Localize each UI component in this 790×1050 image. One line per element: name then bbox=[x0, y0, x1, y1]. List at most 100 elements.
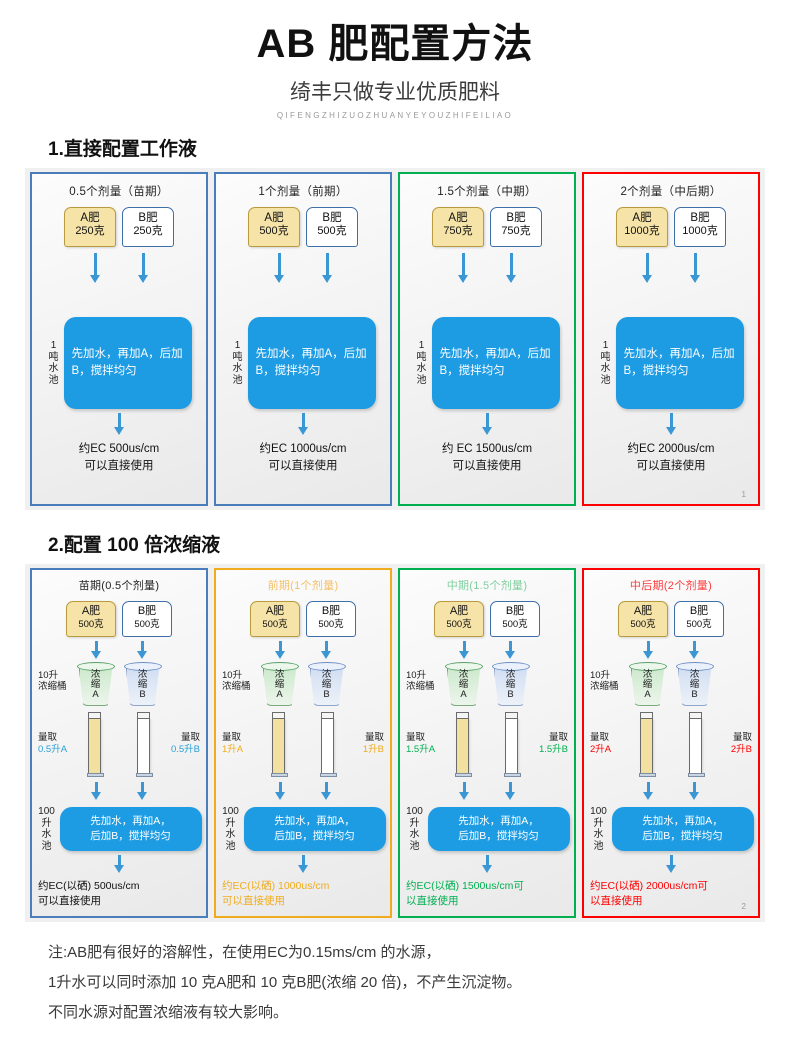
page-header: AB 肥配置方法 绮丰只做专业优质肥料 QIFENGZHIZUOZHUANYEY… bbox=[0, 0, 790, 120]
flow-arrow-icon bbox=[689, 641, 699, 659]
bucket-capacity-label: 10升浓缩桶 bbox=[590, 670, 619, 693]
panel-title: 1个剂量（前期） bbox=[258, 186, 348, 198]
cylinder-row bbox=[32, 712, 206, 777]
flow-arrow-icon bbox=[458, 253, 468, 283]
result-arrow bbox=[216, 413, 390, 435]
flow-arrow-icon bbox=[322, 253, 332, 283]
panel-title: 中后期(2个剂量) bbox=[629, 580, 713, 592]
flow-arrow-icon bbox=[274, 253, 284, 283]
cylinder-row bbox=[584, 712, 758, 777]
result-arrow bbox=[400, 413, 574, 435]
measuring-cylinder-a-icon bbox=[455, 712, 472, 777]
flow-arrow-icon bbox=[666, 413, 676, 435]
result-arrow bbox=[584, 855, 758, 873]
measuring-cylinder-b-icon bbox=[504, 712, 521, 777]
ec-result-text: 约EC(以硒) 2000us/cm可以直接使用 bbox=[590, 880, 708, 908]
mix-instruction-box: 先加水，再加A，后加B，搅拌均匀 bbox=[59, 807, 202, 851]
section2-heading: 2.配置 100 倍浓缩液 bbox=[48, 535, 221, 556]
flow-arrow-icon bbox=[298, 413, 308, 435]
flow-arrow-icon bbox=[506, 253, 516, 283]
panel-title: 中期(1.5个剂量) bbox=[446, 580, 528, 592]
panel-title: 前期(1个剂量) bbox=[267, 580, 339, 592]
page-number: 1 bbox=[741, 490, 746, 499]
flow-arrow-icon bbox=[666, 855, 676, 873]
result-arrow bbox=[32, 413, 206, 435]
flow-arrow-icon bbox=[275, 782, 285, 800]
flow-arrow-icon bbox=[459, 641, 469, 659]
mix-instruction-box: 先加水，再加A，后加B，搅拌均匀 bbox=[247, 317, 376, 409]
flow-arrow-icon bbox=[643, 641, 653, 659]
fertilizer-arrows bbox=[216, 253, 390, 283]
flow-arrow-icon bbox=[505, 782, 515, 800]
section1-heading: 1.直接配置工作液 bbox=[48, 139, 197, 160]
cylinder-arrows bbox=[216, 782, 390, 800]
flow-arrow-icon bbox=[689, 782, 699, 800]
cylinder-arrows bbox=[32, 782, 206, 800]
flow-arrow-icon bbox=[91, 641, 101, 659]
footer-line-3: 不同水源对配置浓缩液有较大影响。 bbox=[48, 1004, 289, 1021]
result-arrow bbox=[216, 855, 390, 873]
measuring-cylinder-b-icon bbox=[688, 712, 705, 777]
bucket-capacity-label: 10升浓缩桶 bbox=[38, 670, 67, 693]
measuring-cylinder-a-icon bbox=[639, 712, 656, 777]
flow-arrow-icon bbox=[482, 855, 492, 873]
cylinder-row bbox=[400, 712, 574, 777]
footer-line-2: 1升水可以同时添加 10 克A肥和 10 克B肥(浓缩 20 倍)，不产生沉淀物… bbox=[48, 974, 522, 991]
flow-arrow-icon bbox=[137, 782, 147, 800]
result-arrow bbox=[400, 855, 574, 873]
fertilizer-arrows bbox=[32, 253, 206, 283]
fertilizer-arrows bbox=[400, 641, 574, 659]
measuring-cylinder-a-icon bbox=[271, 712, 288, 777]
flow-arrow-icon bbox=[643, 782, 653, 800]
ec-result-text: 约EC(以硒) 1500us/cm可以直接使用 bbox=[406, 880, 524, 908]
cylinder-arrows bbox=[584, 782, 758, 800]
flow-arrow-icon bbox=[114, 413, 124, 435]
